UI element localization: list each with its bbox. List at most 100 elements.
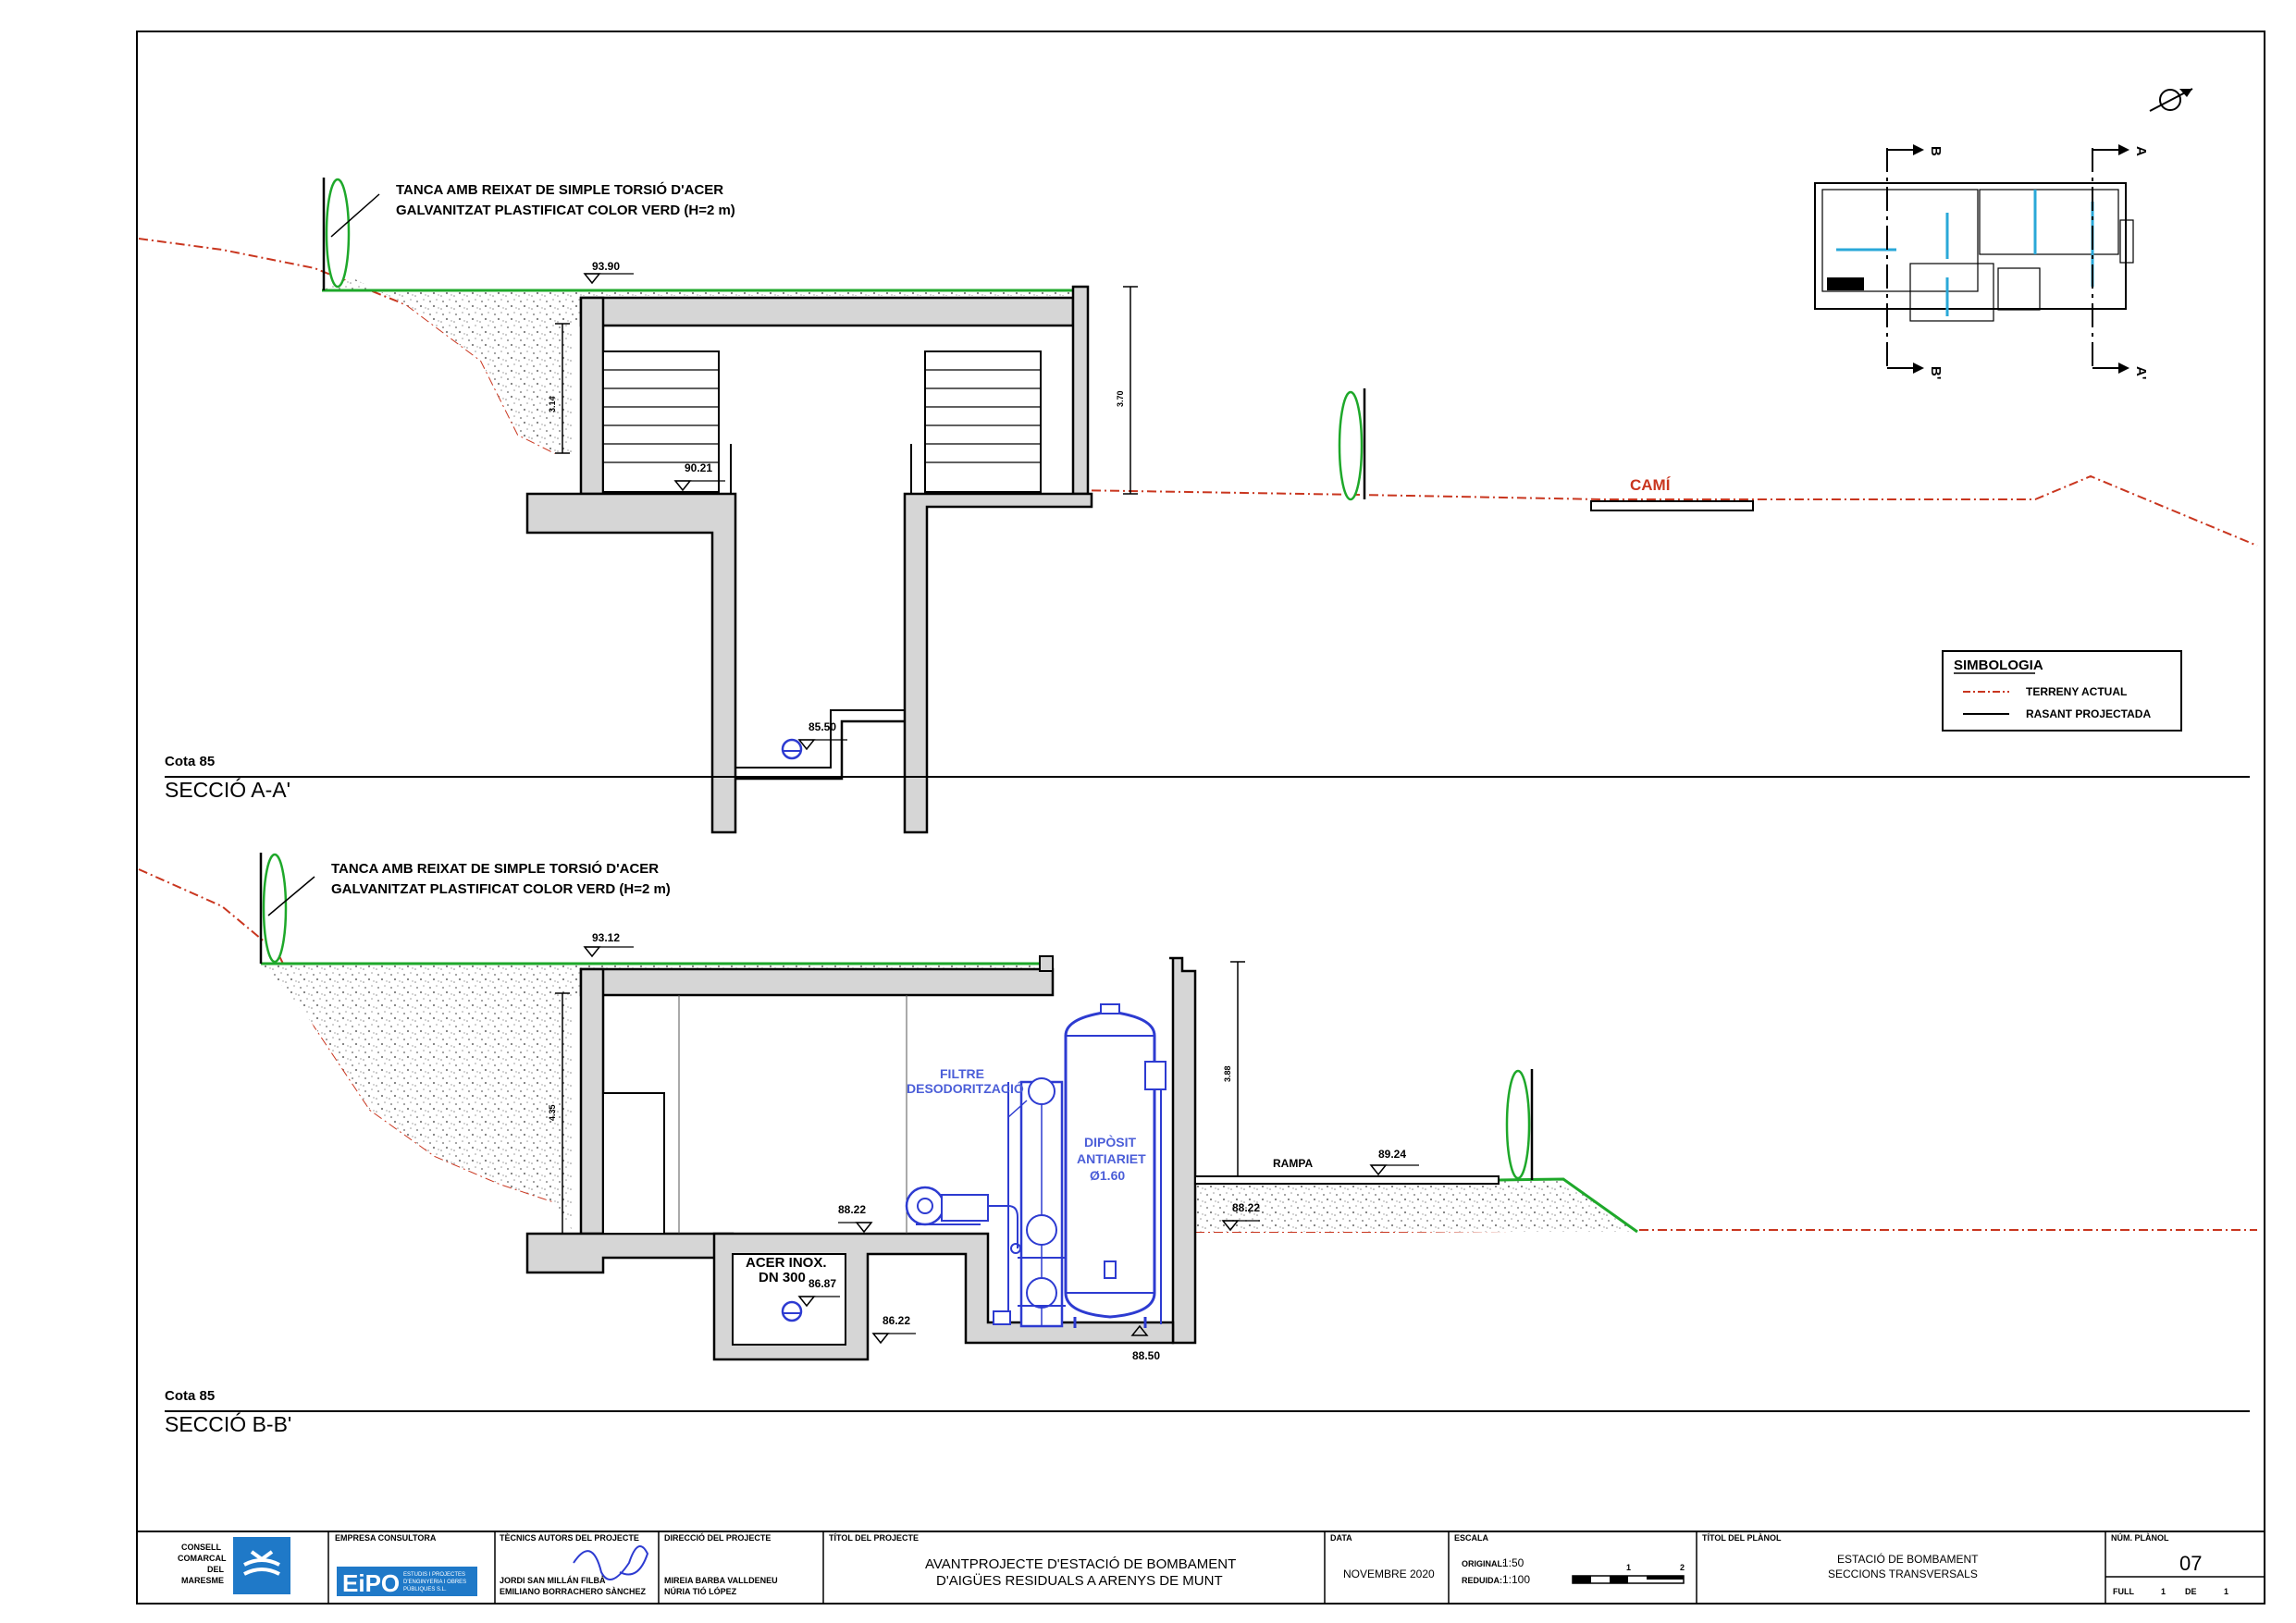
director-1: MIREIA BARBA VALLDENEU	[664, 1576, 778, 1585]
title-block: CONSELL COMARCAL DEL MARESME EMPRESA CON…	[136, 1531, 2265, 1605]
authors-heading: TÈCNICS AUTORS DEL PROJECTE	[500, 1533, 639, 1543]
gravel-fill-a	[322, 277, 1073, 453]
wall-left-a	[579, 296, 605, 496]
section-title-b: SECCIÓ B-B'	[165, 1412, 291, 1436]
svg-text:90.21: 90.21	[685, 461, 712, 474]
sheet-value: 1	[2161, 1587, 2166, 1596]
fence-tree-icon-a-left	[322, 178, 351, 290]
level-marker-tank-base-b: 88.50	[1130, 1324, 1160, 1362]
louvre-panel-right	[924, 350, 1042, 493]
level-marker-floor-right-b: 88.22	[1221, 1201, 1260, 1232]
grass-line-b-right	[1498, 1177, 1638, 1234]
svg-text:93.12: 93.12	[592, 931, 620, 944]
scale-heading: ESCALA	[1454, 1533, 1489, 1543]
sheet-total: 1	[2224, 1587, 2228, 1596]
legend-title: SIMBOLOGIA	[1954, 658, 2043, 673]
wall-right-b	[1169, 956, 1197, 1345]
section-a: CAMÍ TANCA AMB REIXAT DE SIMPLE TORSIÓ D…	[138, 178, 2258, 834]
scale-bar: 1 2	[1572, 1563, 1685, 1584]
plan-heading: TÍTOL DEL PLÀNOL	[1702, 1533, 1782, 1543]
tank-label-line2: ANTIARIET	[1077, 1151, 1146, 1166]
level-marker-pipe-b: 86.87	[797, 1277, 840, 1308]
client-line4: MARESME	[181, 1576, 224, 1585]
number-heading: NÚM. PLÀNOL	[2111, 1532, 2169, 1543]
datum-label-b: Cota 85	[165, 1388, 215, 1404]
pipe-circle-icon	[781, 1300, 803, 1322]
fence-note-a-line1: TANCA AMB REIXAT DE SIMPLE TORSIÓ D'ACER	[396, 181, 723, 198]
roof-upstand-b	[1039, 955, 1054, 972]
company-logo	[337, 1567, 477, 1596]
well-step-a	[735, 719, 905, 781]
section-b: RAMPA TANCA AMB REIXAT DE SIMPLE TORSIÓ …	[138, 853, 2257, 1436]
road-label: CAMÍ	[1630, 476, 1672, 494]
level-marker-top-a: 93.90	[583, 260, 634, 285]
well-step-a-inner	[735, 709, 905, 768]
louvre-panel-left	[602, 350, 720, 493]
datum-label-a: Cota 85	[165, 754, 215, 769]
level-marker-bottom-a: 85.50	[781, 720, 847, 760]
direction-heading: DIRECCIÓ DEL PROJECTE	[664, 1532, 771, 1543]
filter-label-line2: DESODORITZACIÓ	[907, 1080, 1024, 1096]
sheet-frame	[136, 31, 2265, 1605]
project-title-line1: AVANTPROJECTE D'ESTACIÓ DE BOMBAMENT	[925, 1556, 1236, 1572]
fence-note-a-line2: GALVANITZAT PLASTIFICAT COLOR VERD (H=2 …	[396, 203, 735, 218]
legend-item-grade: RASANT PROJECTADA	[2026, 707, 2151, 720]
company-tagline1: ESTUDIS I PROJECTES	[403, 1572, 465, 1578]
scale-bar-label-2: 2	[1680, 1563, 1685, 1572]
plan-title-line2: SECCIONS TRANSVERSALS	[1828, 1568, 1978, 1580]
gravel-fill-b-right	[1195, 1179, 1637, 1232]
roof-slab-b	[579, 967, 1055, 997]
fence-note-b-line2: GALVANITZAT PLASTIFICAT COLOR VERD (H=2 …	[331, 881, 671, 897]
level-marker-pit-b: 86.22	[871, 1314, 916, 1345]
scale-reduced-label: REDUIDA:	[1462, 1576, 1502, 1585]
odour-filter-icon	[993, 1077, 1066, 1328]
fence-tree-icon-b-left	[259, 853, 288, 964]
wall-right-a	[1071, 285, 1090, 496]
tank-label-line1: DIPÒSIT	[1084, 1134, 1136, 1150]
scale-reduced-value: 1:100	[1502, 1573, 1530, 1586]
signature-icon	[573, 1545, 649, 1580]
wall-left-b	[579, 967, 605, 1236]
dimension-left-b: 4.35	[548, 992, 570, 1235]
level-marker-ramp-b: 89.24	[1369, 1148, 1419, 1176]
project-heading: TÍTOL DEL PROJECTE	[829, 1533, 919, 1543]
plan-title-line1: ESTACIÓ DE BOMBAMENT	[1837, 1552, 1979, 1566]
existing-terrain-a-right	[1072, 474, 2258, 547]
company-tagline2: D'ENGINYERIA I OBRES	[403, 1580, 466, 1585]
date-heading: DATA	[1330, 1533, 1352, 1543]
svg-text:85.50: 85.50	[809, 720, 836, 733]
author-1: JORDI SAN MILLÁN FILBÀ	[500, 1576, 606, 1585]
author-2: EMILIANO BORRACHERO SÀNCHEZ	[500, 1587, 647, 1596]
dimension-right-a: 3.70	[1116, 286, 1138, 495]
road-surface	[1590, 500, 1754, 511]
cut-label-a: A	[2133, 146, 2149, 156]
north-arrow-icon	[2149, 88, 2193, 112]
legend-item-terrain: TERRENY ACTUAL	[2026, 685, 2127, 698]
pit-inner-b	[732, 1253, 846, 1346]
client-line2: COMARCAL	[178, 1554, 227, 1563]
svg-text:88.22: 88.22	[1232, 1201, 1260, 1214]
level-marker-floor-a: 90.21	[673, 461, 725, 492]
level-marker-floor-left-b: 88.22	[838, 1203, 873, 1234]
floor-left-b	[525, 1232, 734, 1274]
plan-number: 07	[2179, 1552, 2202, 1575]
svg-text:88.50: 88.50	[1132, 1349, 1160, 1362]
legend: SIMBOLOGIA TERRENY ACTUAL RASANT PROJECT…	[1942, 650, 2182, 732]
door-b	[602, 1092, 665, 1235]
surge-tank-icon	[1064, 1003, 1167, 1328]
ramp-slab	[1194, 1175, 1500, 1185]
date-value: NOVEMBRE 2020	[1343, 1568, 1435, 1580]
pipe-label-line2: DN 300	[759, 1270, 806, 1285]
scale-bar-label-1: 1	[1626, 1563, 1631, 1572]
fence-note-b-line1: TANCA AMB REIXAT DE SIMPLE TORSIÓ D'ACER	[331, 860, 659, 877]
key-plan: B B' A A'	[1814, 144, 2149, 379]
director-2: NÚRIA TIÓ LÓPEZ	[664, 1586, 737, 1596]
section-title-a: SECCIÓ A-A'	[165, 778, 290, 802]
project-title-line2: D'AIGÜES RESIDUALS A ARENYS DE MUNT	[936, 1572, 1223, 1589]
client-logo-icon	[233, 1537, 290, 1594]
fence-tree-icon-a-right	[1338, 388, 1366, 501]
client-line1: CONSELL	[181, 1543, 222, 1552]
svg-text:3.14: 3.14	[548, 396, 557, 412]
company-logo-text: EiPO	[342, 1569, 400, 1597]
